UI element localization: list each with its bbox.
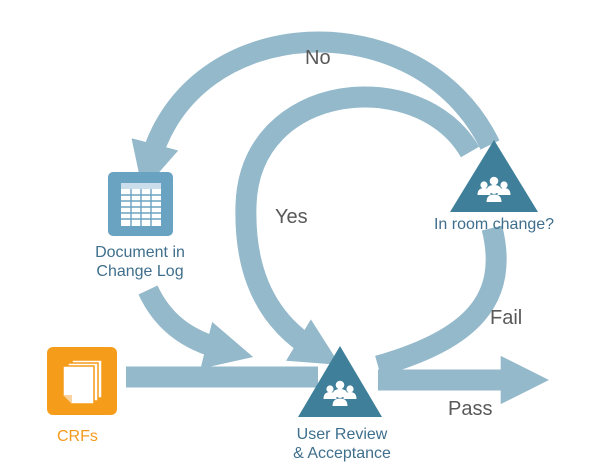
in-room-change-label: In room change? bbox=[433, 216, 555, 233]
pass-label: Pass bbox=[448, 398, 493, 420]
arrows bbox=[126, 31, 549, 405]
crfs-label: CRFs bbox=[57, 428, 98, 445]
document-label-line2: Change Log bbox=[96, 262, 184, 280]
user-review-label-line2: & Acceptance bbox=[293, 444, 391, 462]
spreadsheet-icon bbox=[108, 172, 173, 236]
doc-to-review-arrow bbox=[138, 285, 254, 369]
document-label-line1: Document in bbox=[95, 244, 185, 261]
decision-triangle bbox=[450, 140, 538, 212]
review-triangle bbox=[298, 346, 382, 417]
no-label: No bbox=[305, 47, 331, 69]
yes-arrow bbox=[235, 86, 480, 365]
user-review-label: User Review & Acceptance bbox=[280, 426, 404, 464]
document-change-log-label: Document in Change Log bbox=[75, 244, 205, 282]
yes-label: Yes bbox=[275, 206, 308, 228]
stacked-pages-icon bbox=[47, 347, 117, 415]
no-arrow bbox=[131, 31, 500, 192]
fail-label: Fail bbox=[490, 307, 523, 329]
user-review-label-line1: User Review bbox=[296, 426, 388, 443]
fail-arrow bbox=[375, 225, 507, 377]
